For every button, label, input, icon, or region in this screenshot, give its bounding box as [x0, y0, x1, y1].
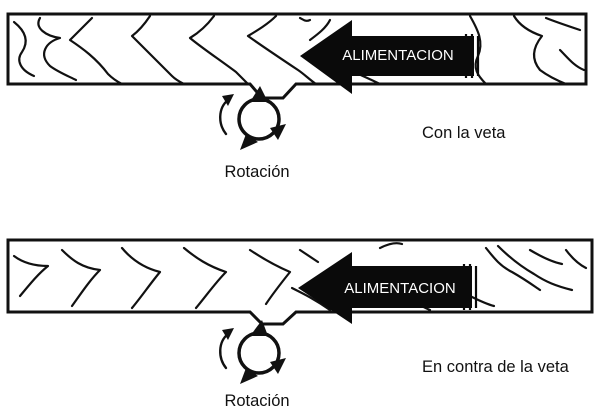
feed-arrow-top: ALIMENTACION: [300, 20, 480, 94]
feed-label-bottom: ALIMENTACION: [344, 280, 455, 297]
grain-label-top: Con la veta: [422, 124, 506, 142]
rotation-label-top: Rotación: [224, 163, 289, 181]
grain-label-bottom: En contra de la veta: [422, 358, 570, 376]
wood-grain-bottom: [12, 242, 588, 312]
panel-with-grain: ALIMENTACION Rotación Con la veta: [6, 12, 588, 181]
panel-against-grain: ALIMENTACION Rotación En contra de la ve…: [6, 238, 594, 410]
rotation-arrow-icon-bottom: [219, 328, 234, 370]
wood-grain-top: [12, 14, 586, 86]
feed-arrow-bottom: ALIMENTACION: [298, 252, 478, 324]
rotation-arrow-icon-top: [219, 94, 234, 136]
board-top: [6, 12, 588, 100]
feed-label-top: ALIMENTACION: [342, 47, 453, 64]
rotation-label-bottom: Rotación: [224, 392, 289, 410]
cutter-top: [237, 86, 286, 150]
cutter-bottom: [237, 320, 286, 384]
